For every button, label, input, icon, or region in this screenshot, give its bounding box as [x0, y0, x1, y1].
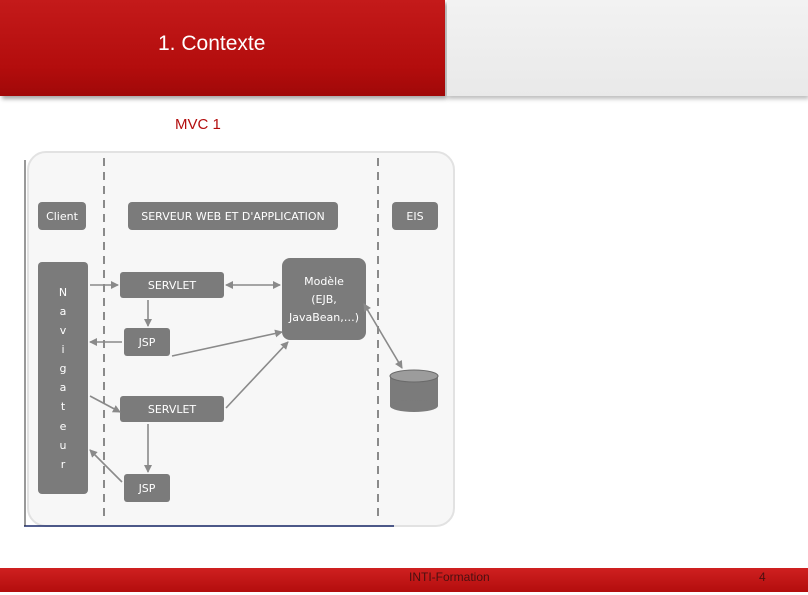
model-label-line-1: Modèle — [304, 275, 344, 288]
server-header-box: SERVEUR WEB ET D'APPLICATION — [128, 202, 338, 230]
model-box: Modèle (EJB, JavaBean,…) — [282, 258, 366, 340]
jsp-1-label: JSP — [138, 336, 156, 349]
servlet-box-1: SERVLET — [120, 272, 224, 298]
navigator-box: N a v i g a t e u r — [38, 262, 88, 494]
slide-subtitle: MVC 1 — [175, 116, 221, 133]
slide-title: 1. Contexte — [158, 32, 266, 55]
navigator-letter: t — [61, 400, 66, 413]
arrow-nav-to-servlet2 — [89, 395, 121, 413]
arrow-model-database — [363, 303, 403, 369]
navigator-letter: a — [60, 381, 67, 394]
footer-organization: INTI-Formation — [409, 570, 490, 584]
navigator-letter: i — [61, 343, 64, 356]
navigator-letter: a — [60, 305, 67, 318]
jsp-2-label: JSP — [138, 482, 156, 495]
header-gray-panel — [447, 0, 808, 96]
client-header-label: Client — [46, 210, 79, 223]
navigator-letter: e — [60, 420, 67, 433]
model-label-line-3: JavaBean,…) — [288, 311, 359, 324]
navigator-letter: v — [60, 324, 67, 337]
jsp-box-1: JSP — [124, 328, 170, 356]
database-cylinder — [389, 369, 439, 412]
mvc1-diagram-svg: Client SERVEUR WEB ET D'APPLICATION EIS … — [24, 150, 456, 528]
footer-bar — [0, 568, 808, 592]
servlet-1-label: SERVLET — [148, 279, 197, 292]
navigator-letter: r — [61, 458, 66, 471]
eis-header-box: EIS — [392, 202, 438, 230]
jsp-box-2: JSP — [124, 474, 170, 502]
server-header-label: SERVEUR WEB ET D'APPLICATION — [141, 210, 325, 223]
title-banner — [0, 0, 445, 96]
arrow-jsp2-to-nav — [89, 449, 123, 483]
navigator-letter: N — [59, 286, 67, 299]
arrow-servlet2-to-model — [225, 341, 289, 409]
model-label-line-2: (EJB, — [311, 293, 337, 306]
servlet-2-label: SERVLET — [148, 403, 197, 416]
mvc1-diagram: Client SERVEUR WEB ET D'APPLICATION EIS … — [24, 150, 456, 528]
navigator-letter: u — [60, 439, 67, 452]
navigator-letter: g — [60, 362, 67, 375]
eis-header-label: EIS — [406, 210, 423, 223]
arrow-jsp1-to-model — [171, 329, 283, 357]
client-header-box: Client — [38, 202, 86, 230]
servlet-box-2: SERVLET — [120, 396, 224, 422]
page-number: 4 — [759, 570, 766, 584]
